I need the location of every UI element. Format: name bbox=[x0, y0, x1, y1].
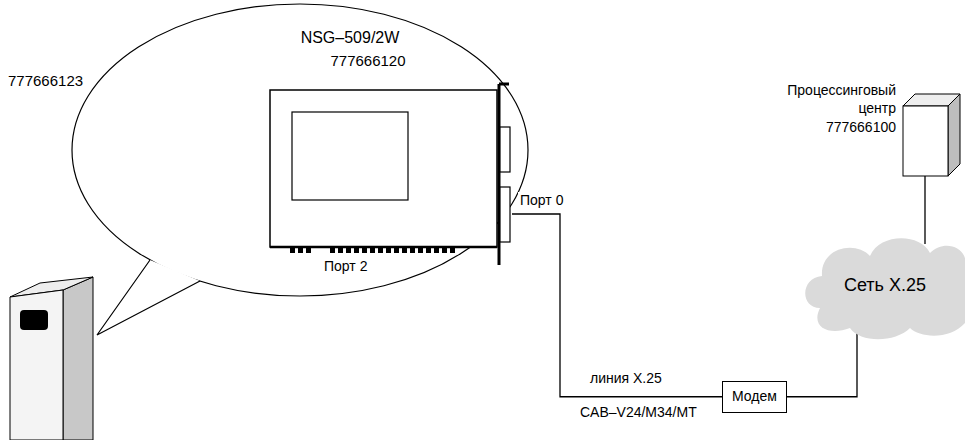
port-label: Порт 0 bbox=[518, 192, 565, 209]
cable-label: CAB–V24/M34/MT bbox=[578, 404, 699, 421]
modem-name: Модем bbox=[732, 388, 777, 406]
processing-center: Процессинговый центр 777666100 bbox=[770, 82, 962, 178]
center-name: Процессинговый центр bbox=[787, 82, 896, 117]
network-card: 777666120 bbox=[268, 52, 512, 257]
connector-line bbox=[924, 176, 925, 244]
network-card-outline bbox=[268, 52, 512, 257]
modem-box: Модем bbox=[722, 381, 787, 413]
network-name: Сеть X.25 bbox=[830, 274, 940, 297]
callout-bubble: NSG–509/2W 777666120 bbox=[70, 2, 530, 298]
network-cloud: Сеть X.25 bbox=[800, 228, 965, 343]
server-tower: 777666123 bbox=[8, 72, 98, 440]
center-address: 777666100 bbox=[826, 119, 896, 137]
connector-line bbox=[787, 330, 857, 397]
connector-line bbox=[512, 214, 722, 397]
card-address: 777666120 bbox=[308, 52, 428, 71]
port-label: Порт 2 bbox=[322, 258, 369, 275]
device-model: NSG–509/2W bbox=[250, 28, 450, 48]
server-address: 777666123 bbox=[8, 72, 98, 91]
line-label: линия X.25 bbox=[588, 370, 664, 387]
server-tower-outline bbox=[8, 72, 98, 440]
